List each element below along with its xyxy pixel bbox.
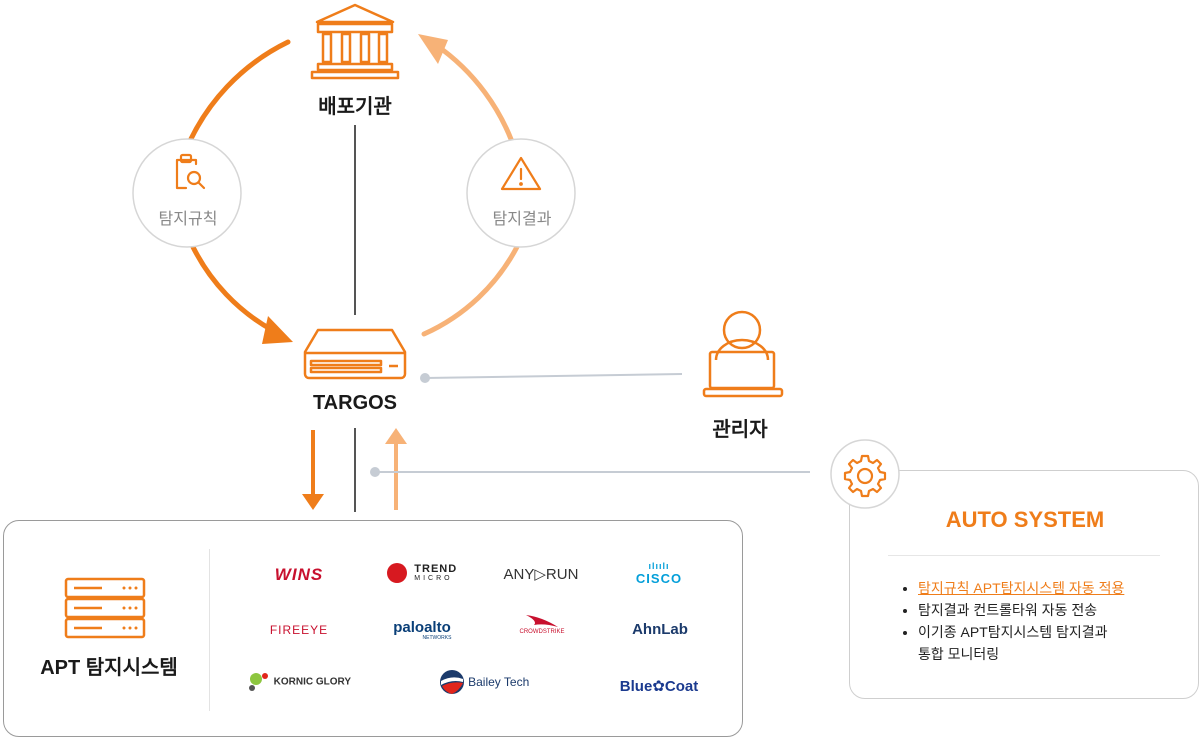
- admin-person-icon: [702, 310, 784, 398]
- result-circle: [466, 138, 576, 248]
- auto-system-title: AUTO SYSTEM: [945, 507, 1105, 532]
- feature-auto-apply[interactable]: 탐지규칙 APT탐지시스템 자동 적용: [918, 580, 1125, 596]
- apt-system-panel: APT 탐지시스템 WINS TREND MICRO ANY▷RUN ılııl…: [3, 520, 743, 737]
- server-stack-icon: [64, 577, 146, 639]
- admin-label: 관리자: [712, 419, 768, 441]
- apt-divider: [209, 549, 210, 711]
- feature-item: 이기종 APT탐지시스템 탐지결과 통합 모니터링: [918, 621, 1188, 665]
- targos-admin-dot: [420, 373, 430, 383]
- trend-label: TREND: [414, 562, 458, 575]
- anyrun-logo: ANY▷RUN: [503, 566, 579, 583]
- kornic-label: KORNIC GLORY: [273, 676, 352, 688]
- targos-device-icon: [303, 328, 407, 380]
- feature-item: 탐지규칙 APT탐지시스템 자동 적용: [918, 577, 1188, 599]
- warning-icon: [500, 156, 542, 191]
- distributor-label: 배포기관: [318, 96, 392, 118]
- apt-system-title: APT 탐지시스템: [40, 657, 178, 679]
- result-flow-arc-top: [433, 42, 519, 156]
- kornic-glory-logo: KORNIC GLORY: [244, 671, 354, 693]
- bank-building-icon: [310, 3, 400, 80]
- targos-admin-connector: [424, 373, 683, 379]
- cisco-label: CISCO: [635, 571, 683, 586]
- clipboard-search-icon: [175, 153, 206, 190]
- bluecoat-logo: Blue✿Coat: [619, 678, 699, 695]
- up-arrow-head: [385, 428, 407, 444]
- paloalto-sub-label: NETWORKS: [422, 635, 452, 641]
- rule-flow-arrowhead: [262, 316, 293, 344]
- trend-micro-logo: TREND MICRO: [382, 563, 462, 583]
- auto-system-panel: AUTO SYSTEM 탐지규칙 APT탐지시스템 자동 적용 탐지결과 컨트롤…: [849, 470, 1199, 699]
- crowdstrike-falcon-icon: [526, 615, 558, 627]
- bailey-label: Bailey Tech: [468, 675, 530, 689]
- paloalto-logo: paloalto NETWORKS: [382, 619, 462, 641]
- paloalto-label: paloalto: [393, 619, 451, 636]
- fireeye-logo: FIREEYE: [269, 623, 329, 637]
- rule-circle: [132, 138, 242, 248]
- bailey-tech-globe-icon: [439, 670, 464, 694]
- rule-flow-label: 탐지규칙: [158, 211, 218, 228]
- rule-flow-arc-bottom: [190, 244, 275, 333]
- auto-system-feature-list: 탐지규칙 APT탐지시스템 자동 적용 탐지결과 컨트롤타워 자동 전송 이기종…: [900, 577, 1188, 665]
- down-arrow-head: [302, 494, 324, 510]
- feature-item: 탐지결과 컨트롤타워 자동 전송: [918, 599, 1188, 621]
- bailey-tech-logo: Bailey Tech: [429, 669, 539, 695]
- auto-system-divider: [888, 555, 1160, 556]
- result-flow-arc-bottom: [421, 242, 521, 337]
- trend-sub-label: MICRO: [414, 574, 453, 582]
- kornic-glory-dots-icon: [248, 673, 268, 691]
- ahnlab-logo: AhnLab: [632, 621, 688, 638]
- wins-logo: WINS: [274, 565, 324, 584]
- feature-auto-send: 탐지결과 컨트롤타워 자동 전송: [918, 602, 1098, 618]
- cisco-logo: ılıılı CISCO: [635, 561, 683, 586]
- crowdstrike-label: CROWDSTRIKE: [519, 629, 565, 635]
- result-flow-label: 탐지결과: [492, 211, 552, 228]
- feature-integrated-result: 이기종 APT탐지시스템 탐지결과: [918, 624, 1108, 640]
- targos-label: TARGOS: [312, 392, 398, 414]
- auto-system-dot: [370, 467, 380, 477]
- result-flow-arrowhead: [418, 34, 448, 64]
- feature-integrated-monitoring: 통합 모니터링: [918, 646, 1000, 662]
- gear-icon: [830, 439, 900, 509]
- rule-flow-arc-top: [183, 39, 291, 153]
- crowdstrike-logo: CROWDSTRIKE: [512, 613, 572, 635]
